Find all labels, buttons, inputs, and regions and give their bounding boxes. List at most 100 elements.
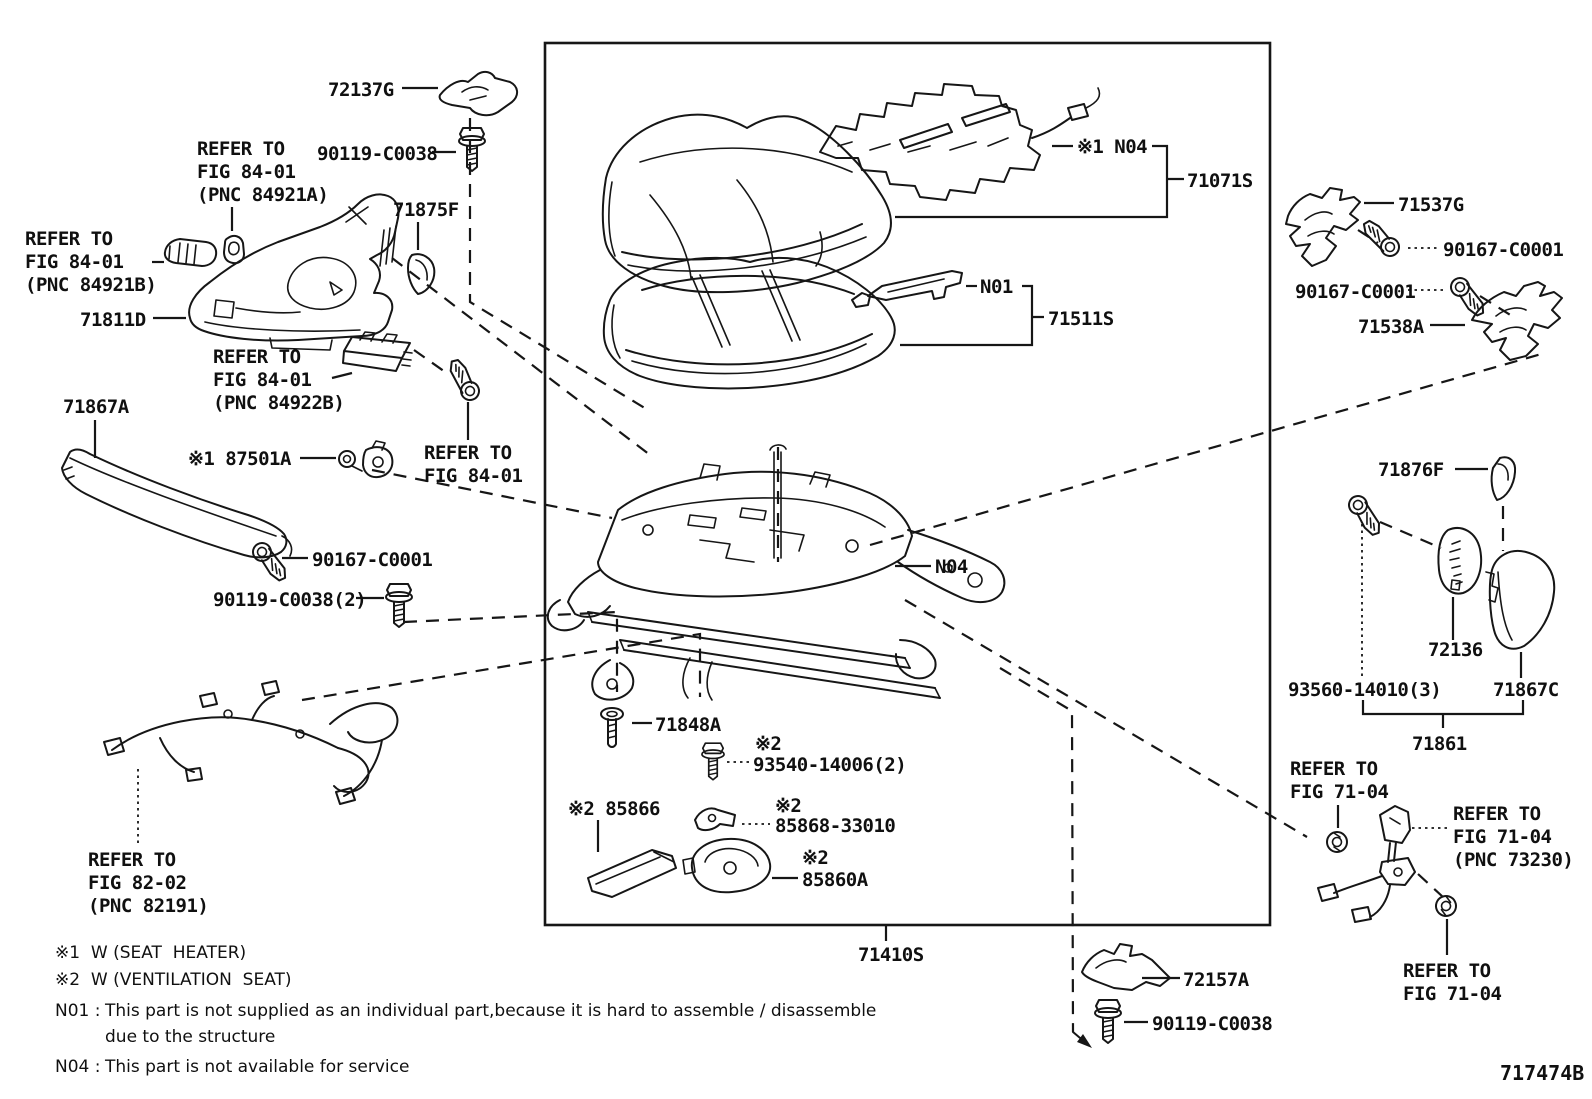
label-85866[interactable]: ※2 85866 [568, 798, 661, 820]
legend-n01-code: N01 : [55, 1001, 100, 1021]
frame-right-hole-2 [943, 563, 953, 573]
label-90167-c0001-r1[interactable]: 90167-C0001 [1443, 239, 1564, 261]
bracket-72157a-inner [1095, 959, 1127, 969]
label-71861[interactable]: 71861 [1412, 733, 1467, 755]
frame-cutouts [687, 507, 767, 529]
knob-cap-edge [1497, 571, 1513, 641]
trim-71537g-inner [1304, 211, 1335, 237]
label-72137g[interactable]: 72137G [328, 79, 394, 101]
legend-n01-text: This part is not supplied as an individu… [104, 1001, 876, 1021]
buckle-head [1379, 805, 1411, 844]
panel-details [204, 281, 361, 351]
blower-dome [704, 847, 759, 867]
frame-right-bracket [897, 529, 1006, 604]
dash-harness-to-frame [301, 632, 702, 702]
cover-top-seam [639, 147, 853, 173]
label-71410s[interactable]: 71410S [858, 944, 924, 966]
cushion-channel-2 [761, 269, 801, 342]
screw-refer-8401d [438, 356, 489, 404]
drawing-code: 717474B [1500, 1061, 1584, 1085]
wire-harness-drawing [103, 680, 399, 805]
buckle-connector-left [1317, 883, 1339, 902]
label-71867a[interactable]: 71867A [63, 396, 130, 418]
frame-front-foot-hole [606, 678, 618, 690]
heater-pad-slot-1 [899, 123, 953, 149]
bolt-90119-c0038-2 [385, 583, 413, 628]
wire-clamp-drawing [851, 270, 963, 308]
cover-left-edge [608, 181, 616, 257]
dash-screw-to-71538a [1479, 295, 1513, 317]
frame-rail-rear [587, 611, 911, 669]
label-93540[interactable]: 93540-14006(2) [753, 754, 907, 776]
assembly-dashed-lines [301, 118, 1546, 1048]
label-71848a[interactable]: 71848A [655, 714, 722, 736]
label-71875f[interactable]: 71875F [393, 199, 459, 221]
label-85868[interactable]: 85868-33010 [775, 815, 896, 837]
refer-84922b-line3: (PNC 84922B) [213, 392, 344, 414]
label-71811d[interactable]: 71811D [80, 309, 146, 331]
buckle-stalk [1387, 841, 1397, 863]
knob-cap-71867c [1488, 550, 1556, 650]
clamp-inner-line [887, 278, 945, 293]
label-71538a[interactable]: 71538A [1358, 316, 1425, 338]
label-72157a[interactable]: 72157A [1183, 969, 1250, 991]
legend: ※1 W (SEAT HEATER) ※2 W (VENTILATION SEA… [55, 943, 876, 1077]
knob-84921a [223, 234, 245, 265]
label-71511s[interactable]: 71511S [1048, 308, 1114, 330]
duct-blade-85866 [587, 849, 677, 898]
leader-84922b [331, 371, 353, 380]
trim-71876f-inner [1497, 463, 1509, 481]
panel-slot [235, 307, 301, 314]
grommet-1 [1326, 831, 1348, 853]
refer-8202-line3: (PNC 82191) [88, 895, 208, 917]
frame-pan-outline [597, 470, 913, 598]
cover-seam-1 [649, 194, 692, 279]
legend-note2: ※2 W (VENTILATION SEAT) [55, 970, 292, 990]
label-71537g[interactable]: 71537G [1398, 194, 1464, 216]
refer-7104b-line1: REFER TO [1453, 803, 1541, 825]
label-90119-c0038-br[interactable]: 90119-C0038 [1152, 1013, 1273, 1035]
label-90119-c0038-top[interactable]: 90119-C0038 [317, 143, 438, 165]
seat-frame-drawing [546, 444, 1006, 701]
buckle-base [1379, 857, 1416, 886]
blower-port [682, 857, 696, 875]
label-72136[interactable]: 72136 [1428, 639, 1483, 661]
label-93560[interactable]: 93560-14010(3) [1288, 679, 1442, 701]
label-87501a[interactable]: ※1 87501A [188, 448, 292, 470]
refer-7104b-line3: (PNC 73230) [1453, 849, 1573, 871]
frame-hole-1 [642, 524, 654, 536]
frame-guide-rod [769, 444, 787, 559]
label-71867c[interactable]: 71867C [1493, 679, 1559, 701]
label-90167-c0001-r2[interactable]: 90167-C0001 [1295, 281, 1416, 303]
cover-seam-2 [736, 179, 774, 263]
relay-pins [359, 331, 413, 367]
label-85860a[interactable]: 85860A [802, 869, 869, 891]
frame-left-leg [567, 569, 611, 618]
cover-outline [601, 113, 892, 294]
frame-hole-2 [845, 539, 859, 553]
label-71876f[interactable]: 71876F [1378, 459, 1444, 481]
label-71071s[interactable]: 71071S [1187, 170, 1253, 192]
bolt-90119-c0038-top [458, 127, 486, 172]
bracket-85868-hole [707, 813, 717, 823]
heater-pad-outline [819, 83, 1041, 201]
label-n01: N01 [980, 276, 1013, 298]
part-87501a-tabs [351, 440, 386, 472]
refer-7104c-line1: REFER TO [1403, 960, 1491, 982]
buckle-wire-left [1333, 875, 1383, 894]
bracket-85868 [694, 807, 736, 832]
part-87501a-left-inner [342, 454, 352, 464]
bolt-93540 [701, 742, 725, 781]
harness-strand-2 [251, 695, 275, 721]
assembly-group-box [543, 41, 1272, 927]
refer-84921a-line3: (PNC 84921A) [197, 184, 328, 206]
label-90119-c0038-2[interactable]: 90119-C0038(2) [213, 589, 367, 611]
dash-71537g-to-screw [1357, 229, 1379, 244]
panel-lever-x [345, 206, 369, 225]
label-90167-c0001-left[interactable]: 90167-C0001 [312, 549, 433, 571]
bolt-90119-c0038-br [1094, 999, 1122, 1044]
cushion-outline [602, 256, 896, 390]
heater-pad-slot-2 [961, 103, 1011, 127]
right-parts-drawing [1081, 187, 1563, 991]
